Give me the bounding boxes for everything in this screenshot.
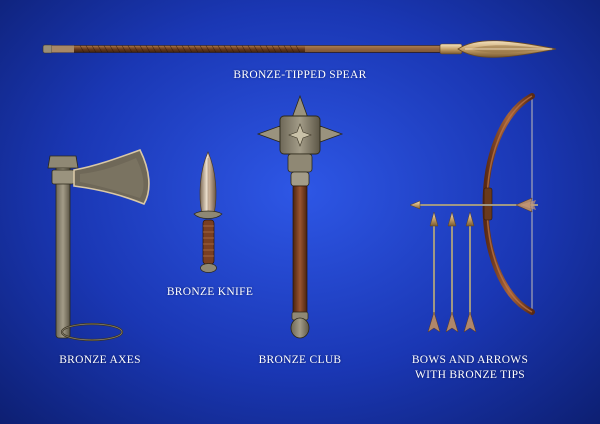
bows-label: BOWS AND ARROWS WITH BRONZE TIPS bbox=[390, 353, 550, 383]
club-label: BRONZE CLUB bbox=[258, 354, 342, 366]
axes-label: BRONZE AXES bbox=[59, 354, 141, 366]
arrow-2 bbox=[445, 211, 459, 333]
club-illustration bbox=[256, 94, 344, 339]
spear-label: BRONZE-TIPPED SPEAR bbox=[233, 69, 367, 81]
spear-illustration bbox=[42, 40, 557, 58]
knife-illustration bbox=[193, 151, 223, 273]
knife-label: BRONZE KNIFE bbox=[166, 286, 254, 298]
axe-illustration bbox=[47, 149, 150, 342]
arrow-3 bbox=[463, 211, 477, 333]
arrow-1 bbox=[427, 211, 441, 333]
bow-and-arrows-illustration bbox=[409, 93, 538, 333]
bows-label-line2: WITH BRONZE TIPS bbox=[414, 369, 525, 381]
bows-label-line1: BOWS AND ARROWS bbox=[411, 354, 529, 366]
